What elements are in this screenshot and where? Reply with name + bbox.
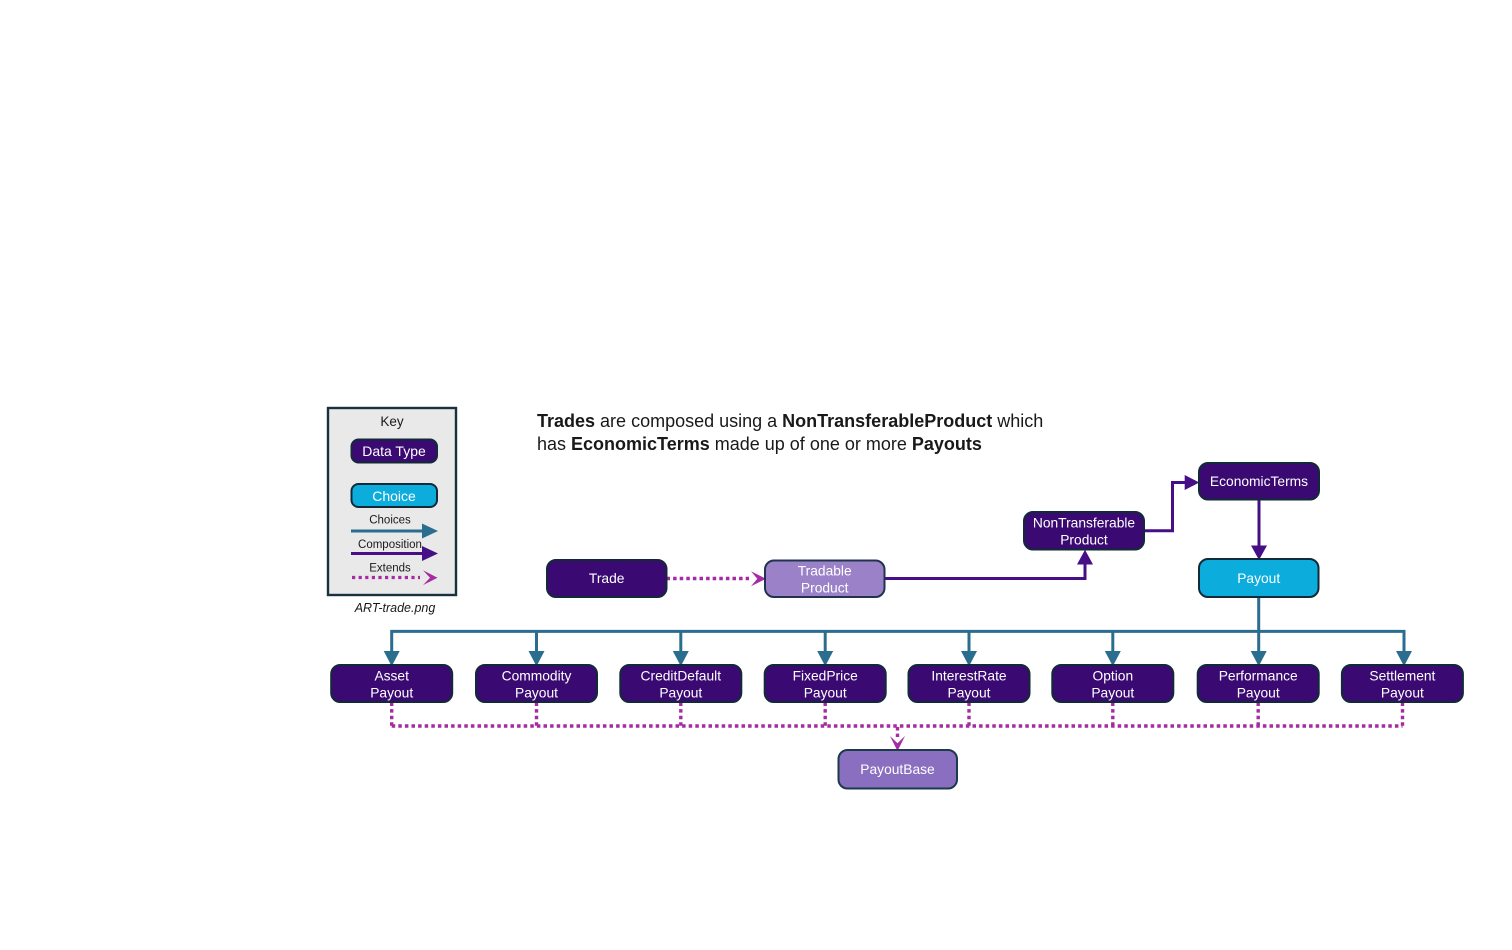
svg-text:Payout: Payout (948, 685, 991, 700)
svg-text:Data Type: Data Type (362, 443, 426, 459)
svg-text:Asset: Asset (374, 668, 409, 683)
svg-text:Composition: Composition (358, 539, 422, 551)
svg-text:Product: Product (801, 580, 849, 595)
svg-text:Trade: Trade (589, 571, 625, 586)
svg-text:Performance: Performance (1219, 668, 1298, 683)
svg-text:Payout: Payout (1091, 685, 1134, 700)
svg-text:Payout: Payout (370, 685, 413, 700)
svg-text:Payout: Payout (659, 685, 702, 700)
svg-text:Settlement: Settlement (1369, 668, 1435, 683)
svg-text:Payout: Payout (515, 685, 558, 700)
svg-text:FixedPrice: FixedPrice (793, 668, 858, 683)
svg-text:Payout: Payout (1381, 685, 1424, 700)
svg-text:Payout: Payout (804, 685, 847, 700)
svg-text:Choices: Choices (369, 515, 411, 527)
svg-text:EconomicTerms: EconomicTerms (1210, 474, 1308, 489)
svg-text:Choice: Choice (372, 488, 416, 504)
svg-text:has EconomicTerms made up of o: has EconomicTerms made up of one or more… (537, 434, 982, 454)
svg-text:InterestRate: InterestRate (931, 668, 1006, 683)
svg-text:Tradable: Tradable (798, 563, 852, 578)
svg-text:Payout: Payout (1237, 685, 1280, 700)
svg-text:Payout: Payout (1237, 571, 1280, 586)
svg-text:Trades are composed using a No: Trades are composed using a NonTransfera… (537, 411, 1043, 431)
svg-text:NonTransferable: NonTransferable (1033, 515, 1136, 530)
svg-text:PayoutBase: PayoutBase (860, 762, 935, 777)
svg-text:Product: Product (1060, 532, 1108, 547)
svg-text:Commodity: Commodity (502, 668, 572, 683)
svg-text:CreditDefault: CreditDefault (641, 668, 722, 683)
svg-text:Key: Key (380, 414, 404, 429)
svg-text:Extends: Extends (369, 563, 411, 575)
svg-text:Option: Option (1092, 668, 1133, 683)
svg-text:ART-trade.png: ART-trade.png (354, 601, 436, 615)
